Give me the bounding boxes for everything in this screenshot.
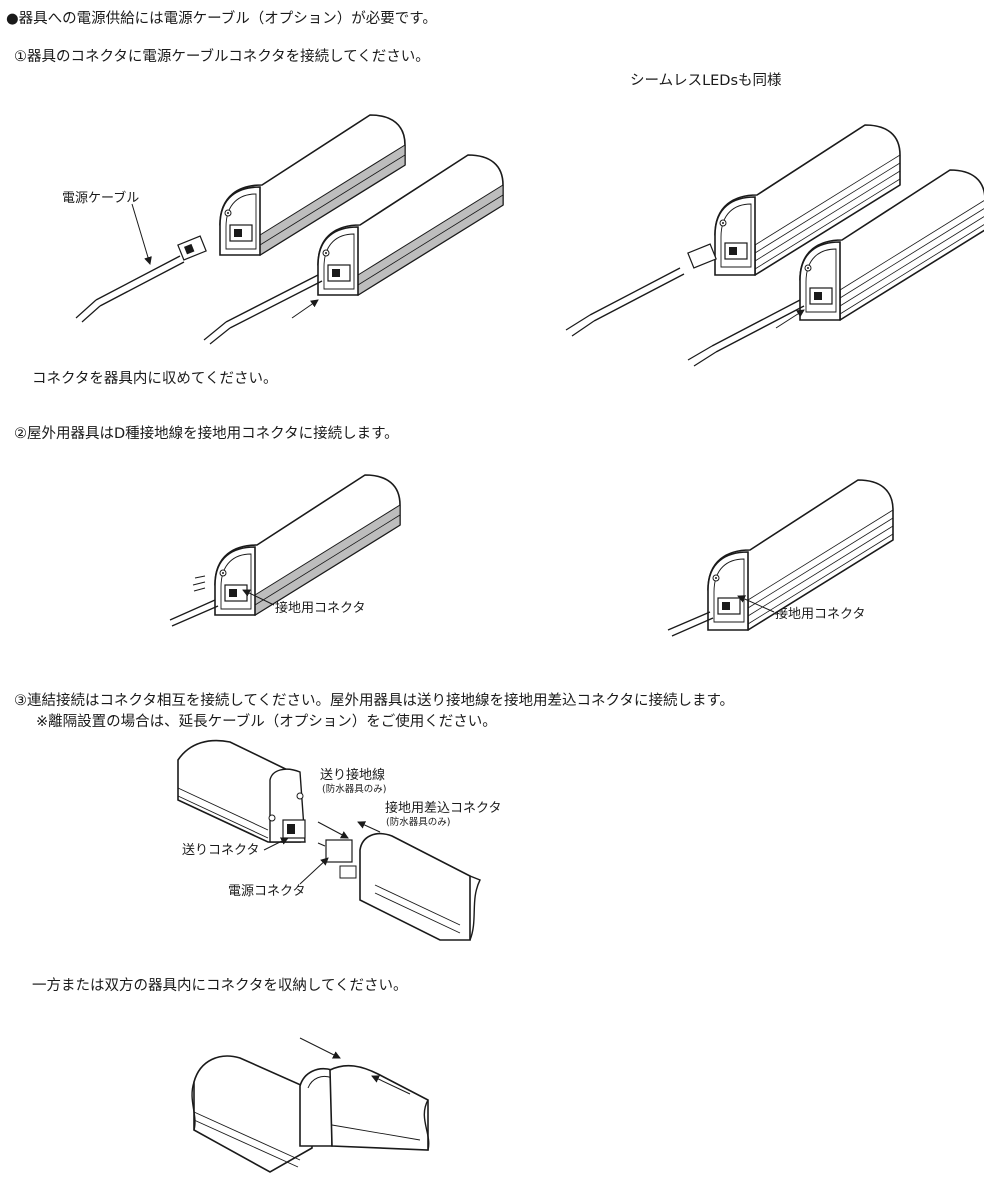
step3-heading: ③連結接続はコネクタ相互を接続してください。屋外用器具は送り接地線を接地用差込コ… [14,693,735,709]
step4-instruction: 一方または双方の器具内にコネクタを収納してください。 [32,978,408,994]
step1-right-figure [565,124,984,367]
ground-pointer-right [737,595,775,613]
power-connector-plug [325,839,353,863]
cable-plug [177,235,207,261]
ground-wire-arrow [317,821,349,839]
insert-arrow-left [291,299,319,319]
push-arrow-right [371,1075,411,1095]
power-connector-label: 電源コネクタ [228,884,306,899]
push-arrow-left [299,1037,341,1059]
step2-heading: ②屋外用器具はD種接地線を接地用コネクタに接続します。 [14,426,399,442]
feed-connector-arrow [263,837,289,851]
ground-plug-sublabel: (防水器具のみ) [386,817,451,828]
ground-connector-label-right: 接地用コネクタ [775,607,866,622]
step1-heading: ①器具のコネクタに電源ケーブルコネクタを接続してください。 [14,49,430,65]
ground-plug-arrow [357,821,381,833]
ground-connector-label-left: 接地用コネクタ [275,601,366,616]
step3-note: ※離隔設置の場合は、延長ケーブル（オプション）をご使用ください。 [36,714,497,730]
intro-bullet-text: ●器具への電源供給には電源ケーブル（オプション）が必要です。 [6,11,437,27]
step1-left-figure [75,114,504,345]
seamless-note: シームレスLEDsも同様 [630,73,782,89]
step2-right-figure [667,479,894,637]
power-cable-label: 電源ケーブル [62,191,140,206]
ground-wire-sublabel: (防水器具のみ) [322,784,387,795]
ground-wire-label: 送り接地線 [320,768,386,783]
ground-pointer-left [242,589,275,606]
ground-plug-label: 接地用差込コネクタ [385,801,502,816]
joint-cap [299,1068,333,1147]
feed-connector-label: 送りコネクタ [182,843,260,858]
cable-pointer-arrow [131,203,152,265]
power-connector-arrow [299,857,329,885]
step1-instruction: コネクタを器具内に収めてください。 [32,371,278,387]
step3-figure [177,739,481,941]
step2-left-figure [169,474,401,627]
step4-figure [191,1037,430,1173]
outdoor-fixture-left [214,474,401,616]
insert-arrow-right [775,309,805,329]
outdoor-seamless-fixture-right [707,479,894,631]
